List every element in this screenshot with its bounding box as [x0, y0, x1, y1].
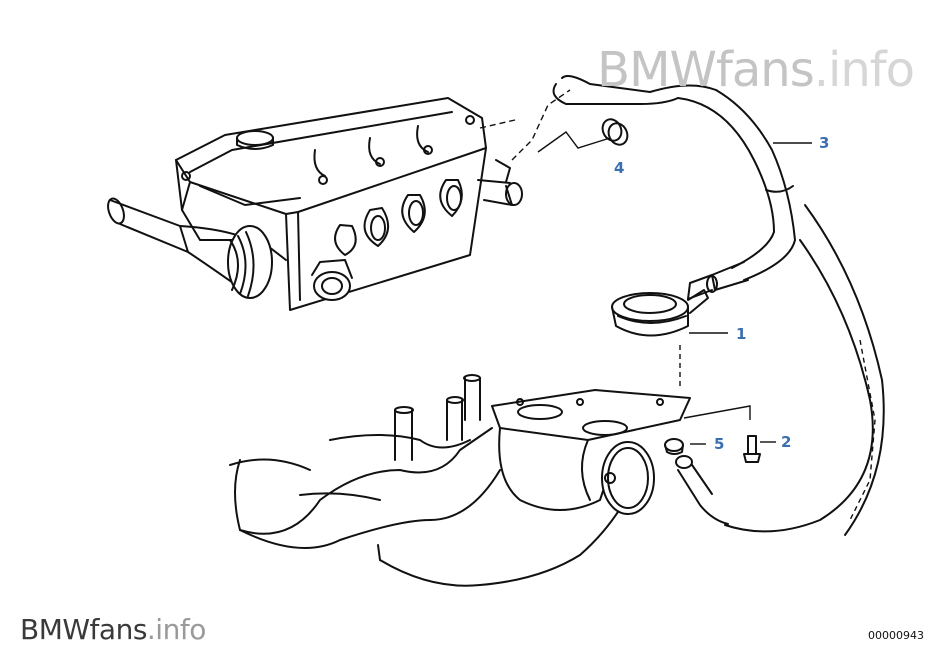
intake-manifold	[229, 374, 729, 587]
watermark-bottom-brand: BMWfans	[20, 613, 147, 646]
callout-3[interactable]: 3	[819, 134, 830, 152]
watermark-top-brand: BMWfans	[597, 42, 815, 98]
callout-1[interactable]: 1	[736, 325, 747, 343]
callout-5[interactable]: 5	[714, 435, 725, 453]
watermark-top-suffix: .info	[813, 42, 915, 98]
adapter-1	[611, 289, 709, 337]
clamp-4	[601, 118, 629, 146]
head-front-outlet	[311, 259, 353, 301]
watermark-bottom-suffix: .info	[146, 613, 206, 646]
diagram-number: 00000943	[868, 629, 924, 642]
coolant-outlet-right	[477, 159, 523, 206]
watermark-top: BMWfans.info	[597, 46, 915, 94]
callout-2[interactable]: 2	[781, 433, 792, 451]
callout-4[interactable]: 4	[614, 159, 625, 177]
grommet-5	[664, 438, 684, 455]
coolant-pipe-left	[107, 197, 273, 299]
leader-lines	[479, 89, 876, 521]
hose-3	[552, 75, 885, 536]
watermark-bottom: BMWfans.info	[20, 616, 206, 644]
bolt-2	[743, 435, 761, 463]
